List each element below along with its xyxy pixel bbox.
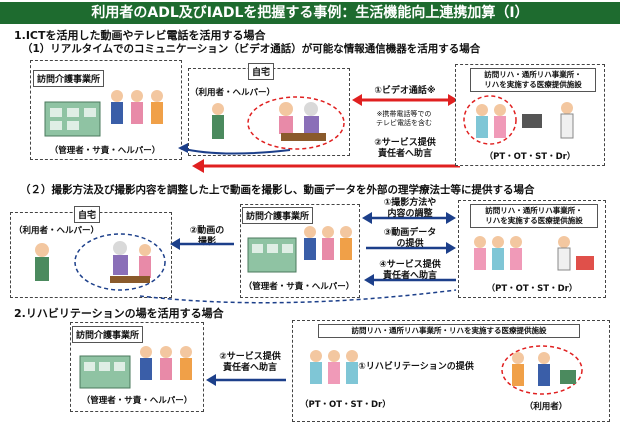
office-label: 訪問介護事業所 xyxy=(33,70,105,87)
step2-advice-3: ②サービス提供 責任者へ助言 xyxy=(219,352,281,373)
office-staff-label-3: （管理者・サ責・ヘルパー） xyxy=(81,396,193,406)
section1-heading: 1.ICTを活用した動画やテレビ電話を活用する場合 xyxy=(14,29,266,42)
office-label-3: 訪問介護事業所 xyxy=(72,326,144,343)
step1-rehab-provision: ①リハビリテーションの提供 xyxy=(358,362,474,372)
rehab-staff-illustration xyxy=(463,95,574,145)
office-building-illustration-3 xyxy=(79,346,192,389)
home-label: 自宅 xyxy=(248,63,275,80)
home-people-label: （利用者・ヘルパー） xyxy=(190,88,276,98)
office-building-illustration xyxy=(44,90,163,137)
home-care-illustration xyxy=(212,96,345,150)
rehab-staff-illustration-2 xyxy=(474,236,594,271)
office-label-2: 訪問介護事業所 xyxy=(242,207,314,224)
office-building-illustration-2 xyxy=(247,226,352,273)
rehab-label-3: 訪問リハ・通所リハ事業所・リハを実施する医療提供施設 xyxy=(318,324,580,338)
home-label-2: 自宅 xyxy=(74,206,101,223)
office-staff-label: （管理者・サ責・ヘルパー） xyxy=(49,146,161,156)
step3-video-data: ③動画データ の提供 xyxy=(383,228,437,249)
step4-advice: ④サービス提供 責任者へ助言 xyxy=(379,260,441,281)
page-title: 利用者のADL及びIADLを把握する事例：生活機能向上連携加算（Ⅰ） xyxy=(0,2,620,24)
home-care-illustration-2 xyxy=(35,233,166,291)
section1b-subheading: （２）撮影方法及び撮影内容を調整した上で動画を撮影し、動画データを外部の理学療法… xyxy=(20,184,535,196)
rehab-label: 訪問リハ・通所リハ事業所・ リハを実施する医療提供施設 xyxy=(470,68,596,92)
rehab-staff-label-3: （PT・OT・ST・Dr） xyxy=(300,400,391,410)
rehab-session-illustration xyxy=(310,345,583,395)
rehab-label-2: 訪問リハ・通所リハ事業所・ リハを実施する医療提供施設 xyxy=(470,204,598,228)
office-staff-label-2: （管理者・サ責・ヘルパー） xyxy=(243,282,355,292)
step2-filming: ②動画の 撮影 xyxy=(189,226,225,247)
user-label: （利用者） xyxy=(524,402,568,412)
section2-heading: 2.リハビリテーションの場を活用する場合 xyxy=(14,307,224,320)
home-people-label-2: （利用者・ヘルパー） xyxy=(14,226,100,236)
rehab-staff-label-2: （PT・OT・ST・Dr） xyxy=(486,284,578,294)
step1-adjust: ①撮影方法や 内容の調整 xyxy=(383,198,437,219)
section1-subheading: （1）リアルタイムでのコミュニケーション（ビデオ通話）が可能な情報通信機器を活用… xyxy=(22,43,481,55)
rehab-staff-label: （PT・OT・ST・Dr） xyxy=(484,152,576,162)
step1-video-call: ①ビデオ通話※ xyxy=(374,86,436,96)
video-call-note: ※携帯電話等での テレビ電話を含む xyxy=(376,110,432,127)
step2-advice: ②サービス提供 責任者へ助言 xyxy=(374,138,436,159)
